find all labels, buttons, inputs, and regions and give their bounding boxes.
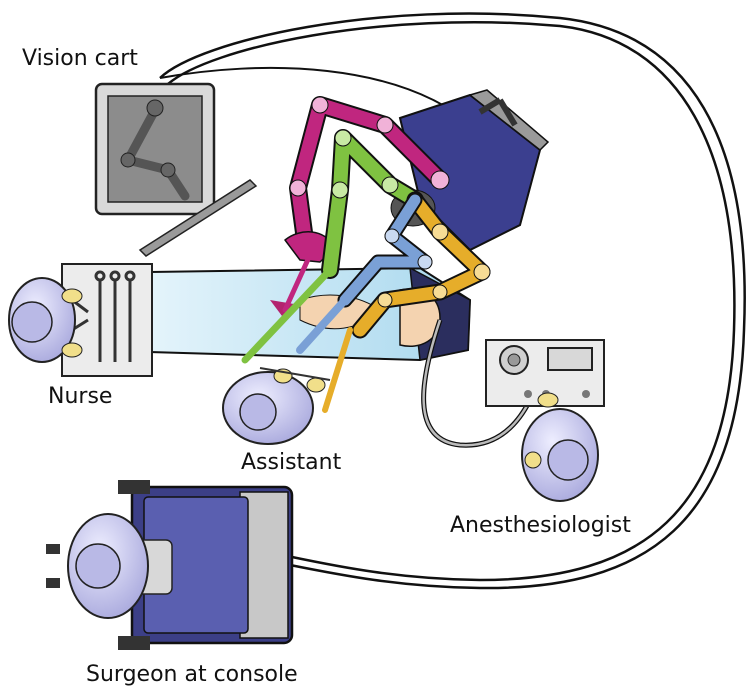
label-vision-cart: Vision cart [22,46,138,71]
assistant-figure [222,367,331,445]
nurse-figure [8,263,153,377]
label-surgeon-at-console: Surgeon at console [86,662,298,687]
vision-cart [94,82,258,257]
surgeon-console [118,480,294,650]
surgeon-figure [46,513,149,619]
robotic-arm-green [241,129,424,364]
anesthesiologist-figure [521,392,599,502]
robotic-arm-blue [296,192,433,354]
robotic-arm-yellow [322,191,491,413]
label-anesthesiologist: Anesthesiologist [450,513,631,538]
label-nurse: Nurse [48,384,113,409]
label-assistant: Assistant [241,450,342,475]
operating-table [149,266,472,362]
patient-side-cart [390,89,550,252]
robotic-arm-magenta [282,96,450,313]
